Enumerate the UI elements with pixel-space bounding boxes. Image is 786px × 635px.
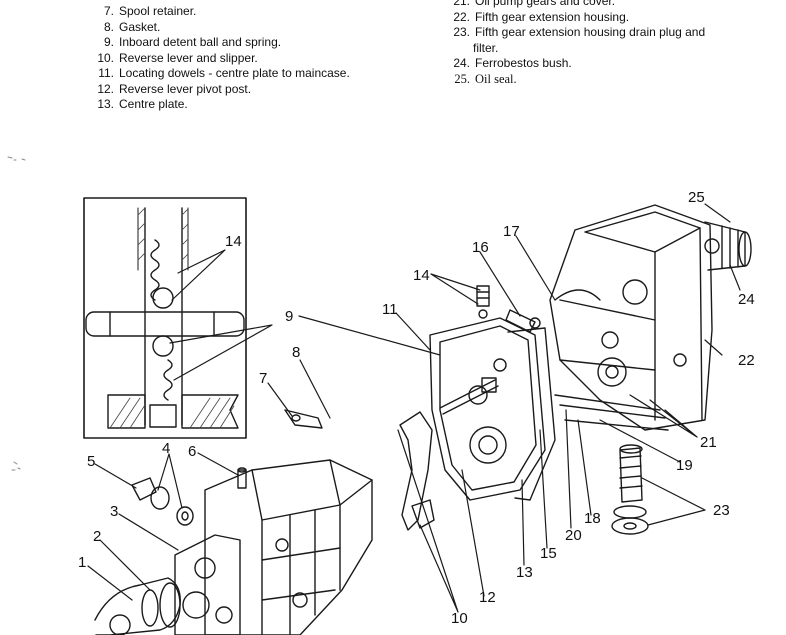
legend-item: 22.Fifth gear extension housing. xyxy=(453,9,630,24)
callout-4: 4 xyxy=(162,440,170,457)
callout-23: 23 xyxy=(713,502,730,519)
callout-1: 1 xyxy=(78,554,86,571)
legend-item: 21.Oil pump gears and cover. xyxy=(453,0,616,8)
callout-25: 25 xyxy=(688,189,705,206)
legend-item: 7.Spool retainer. xyxy=(103,4,197,18)
fifth-gear-extension-housing xyxy=(549,204,752,431)
callout-13: 13 xyxy=(516,564,533,581)
legend-item: 13.Centre plate. xyxy=(97,97,188,111)
leader-lines xyxy=(87,203,741,613)
scan-speck xyxy=(7,156,26,471)
callout-21: 21 xyxy=(700,434,717,451)
legend-item: 8.Gasket. xyxy=(103,19,161,34)
callout-24: 24 xyxy=(738,291,755,308)
callout-18: 18 xyxy=(584,510,601,527)
legend-left-column: 7.Spool retainer. 8.Gasket. 9.Inboard de… xyxy=(88,4,350,113)
callout-17: 17 xyxy=(503,223,520,240)
callout-5: 5 xyxy=(87,453,95,470)
callout-14: 14 xyxy=(413,267,430,284)
legend-right-column: 21.Oil pump gears and cover. 22.Fifth ge… xyxy=(444,0,705,87)
legend-item: 23.Fifth gear extension housing drain pl… xyxy=(453,25,706,39)
detent-plug-parts xyxy=(476,285,541,333)
callout-19: 19 xyxy=(676,457,693,474)
centre-plate-assembly xyxy=(399,317,556,531)
callout-8: 8 xyxy=(292,344,300,361)
drain-plug-filter xyxy=(611,444,649,535)
legend-item: 10.Reverse lever and slipper. xyxy=(97,50,258,65)
legend-item: 24.Ferrobestos bush. xyxy=(453,56,572,70)
callout-7: 7 xyxy=(259,370,267,387)
legend-item: 9.Inboard detent ball and spring. xyxy=(103,35,282,49)
callout-20: 20 xyxy=(565,527,582,544)
legend-item: 12.Reverse lever pivot post. xyxy=(97,81,252,96)
callout-labels: 1 2 3 4 5 6 7 8 9 10 11 12 13 14 14 15 1… xyxy=(78,189,755,627)
callout-3: 3 xyxy=(110,503,118,520)
callout-12: 12 xyxy=(479,589,496,606)
callout-16: 16 xyxy=(472,239,489,256)
legend-item: 11.Locating dowels - centre plate to mai… xyxy=(98,66,350,80)
main-gearbox-case xyxy=(174,459,373,635)
callout-10: 10 xyxy=(451,610,468,627)
callout-22: 22 xyxy=(738,352,755,369)
legend-item: 25.Oil seal. xyxy=(454,71,517,86)
callout-11: 11 xyxy=(382,301,398,318)
callout-6: 6 xyxy=(188,443,196,460)
callout-2: 2 xyxy=(93,528,101,545)
callout-15: 15 xyxy=(540,545,557,562)
callout-14-inset: 14 xyxy=(225,233,242,250)
legend-item-continuation: filter. xyxy=(473,40,499,55)
callout-9: 9 xyxy=(285,308,293,325)
detent-detail-inset xyxy=(83,197,273,439)
